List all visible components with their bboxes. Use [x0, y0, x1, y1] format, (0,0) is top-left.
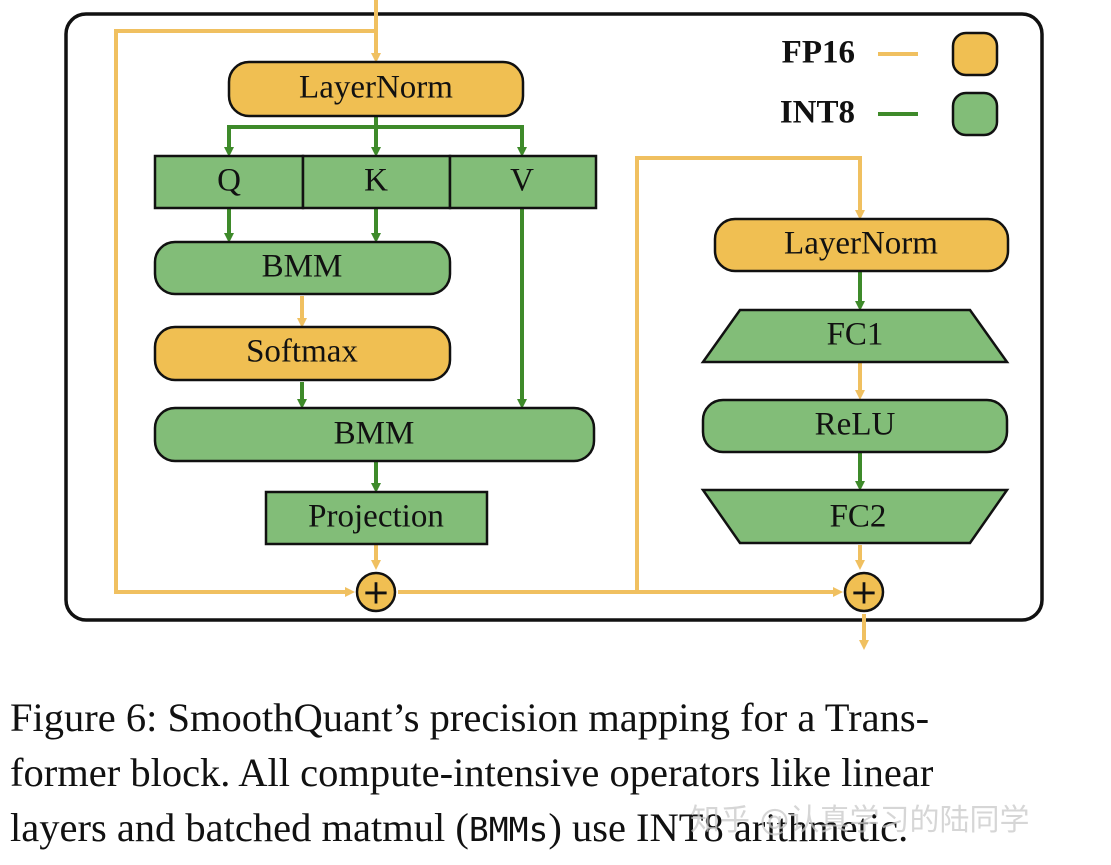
- caption-line-3-end: ) use INT8 arithmetic.: [548, 805, 909, 850]
- transformer-block-diagram: LayerNorm Q K V BMM Softmax BMM Projecti…: [64, 0, 1044, 650]
- fc1-node: [700, 308, 1010, 364]
- block-frame: [64, 12, 1044, 622]
- figure-caption: Figure 6: SmoothQuant’s precision mappin…: [10, 690, 1105, 857]
- bmm1-node: [153, 240, 452, 296]
- ffn-layernorm-label: LayerNorm: [784, 226, 938, 262]
- watermark: 知乎 @认真学习的陆同学: [690, 803, 1030, 838]
- attn-layernorm-label: LayerNorm: [299, 70, 453, 106]
- attn-residual-add: [355, 571, 397, 613]
- v-node: [448, 154, 598, 210]
- projection-node: [264, 490, 489, 546]
- relu-node: [701, 398, 1009, 454]
- v-label: V: [510, 163, 534, 199]
- legend-fp16-swatch: [951, 31, 999, 77]
- q-label: Q: [217, 163, 241, 199]
- legend-fp16-label: FP16: [782, 35, 855, 71]
- caption-line-2: former block. All compute-intensive oper…: [10, 750, 934, 795]
- int8-connectors: [224, 112, 918, 493]
- legend-int8-swatch: [951, 91, 999, 137]
- k-label: K: [364, 163, 388, 199]
- bmm2-node: [153, 406, 596, 463]
- ffn-residual-add: [843, 571, 885, 613]
- projection-label: Projection: [308, 499, 444, 535]
- fc2-label: FC2: [830, 499, 887, 535]
- fc1-label: FC1: [827, 317, 884, 353]
- ffn-layernorm-node: [713, 217, 1010, 273]
- relu-label: ReLU: [815, 407, 896, 443]
- k-node: [301, 154, 452, 210]
- caption-line-1: Figure 6: SmoothQuant’s precision mappin…: [10, 695, 930, 740]
- ffn-add-symbol: +: [850, 573, 879, 613]
- caption-line-3: layers and batched matmul (BMMs) use INT…: [10, 800, 1105, 857]
- q-node: [153, 154, 305, 210]
- attn-layernorm-node: [227, 60, 525, 118]
- fp16-connectors: [114, 0, 918, 650]
- caption-line-3-start: layers and batched matmul (: [10, 805, 469, 850]
- softmax-label: Softmax: [246, 334, 358, 370]
- bmm2-label: BMM: [334, 416, 415, 452]
- attn-add-symbol: +: [362, 573, 391, 613]
- caption-code-bmms: BMMs: [468, 810, 549, 849]
- legend-int8-label: INT8: [780, 95, 855, 131]
- bmm1-label: BMM: [262, 249, 343, 285]
- fc2-node: [700, 488, 1010, 545]
- softmax-node: [153, 325, 452, 382]
